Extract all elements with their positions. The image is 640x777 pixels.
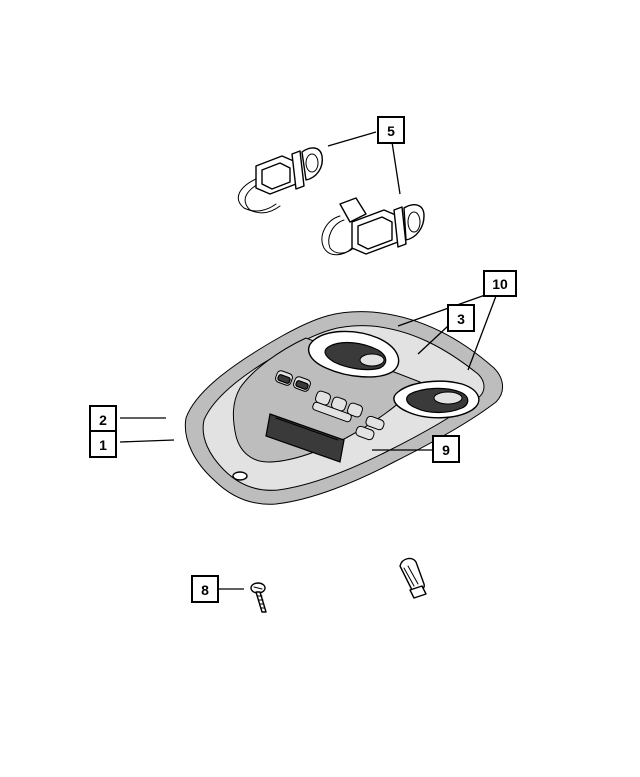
wedge-bulb [399, 557, 427, 599]
console-buttons-lower [355, 415, 385, 441]
bulb-socket-upper [237, 147, 323, 214]
callout-3-label: 3 [457, 311, 465, 327]
callout-8: 8 [191, 575, 219, 603]
callout-5: 5 [377, 116, 405, 144]
callout-9-label: 9 [442, 442, 450, 458]
callout-10-label: 10 [492, 276, 508, 292]
leader-lines [119, 131, 497, 590]
callout-1: 1 [89, 430, 117, 458]
callout-9: 9 [432, 435, 460, 463]
console-buttons-upper [275, 370, 311, 392]
console-buttons-middle [312, 390, 364, 423]
callout-3: 3 [447, 304, 475, 332]
callout-2: 2 [89, 405, 117, 433]
callout-2-label: 2 [99, 412, 107, 428]
bulb-socket-lower [321, 197, 425, 256]
callout-10: 10 [483, 270, 517, 297]
overhead-console [184, 311, 503, 505]
callout-5-label: 5 [387, 123, 395, 139]
callout-8-label: 8 [201, 582, 209, 598]
screw [250, 582, 267, 613]
callout-1-label: 1 [99, 437, 107, 453]
